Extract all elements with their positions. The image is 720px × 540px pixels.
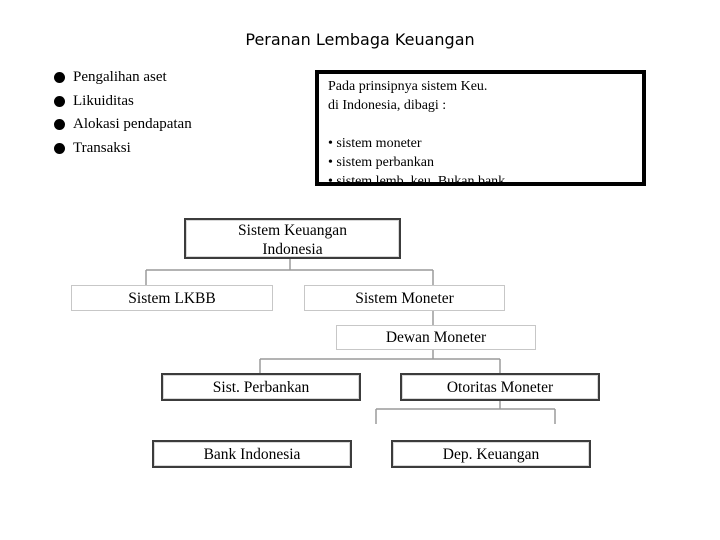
bullet-dot-icon bbox=[54, 95, 65, 107]
node-label: Sist. Perbankan bbox=[212, 379, 310, 396]
node-otoritas-moneter: Otoritas Moneter bbox=[400, 373, 600, 401]
page-title: Peranan Lembaga Keuangan bbox=[245, 30, 475, 49]
node-label: Dep. Keuangan bbox=[442, 446, 540, 463]
node-label: Bank Indonesia bbox=[203, 446, 301, 463]
node-sistem-moneter: Sistem Moneter bbox=[304, 285, 505, 311]
bullet-item: Transaksi bbox=[54, 137, 192, 161]
bullet-label: Transaksi bbox=[73, 139, 131, 156]
node-label: Sistem Moneter bbox=[355, 290, 454, 307]
node-sistem-keuangan-indonesia: Sistem Keuangan Indonesia bbox=[184, 218, 401, 259]
role-bullet-list: Pengalihan aset Likuiditas Alokasi penda… bbox=[54, 66, 192, 160]
node-dewan-moneter: Dewan Moneter bbox=[336, 325, 536, 350]
info-line: Pada prinsipnya sistem Keu. bbox=[328, 79, 488, 94]
node-dep-keuangan: Dep. Keuangan bbox=[391, 440, 591, 468]
info-line: di Indonesia, dibagi : bbox=[328, 98, 447, 113]
bullet-label: Pengalihan aset bbox=[73, 69, 167, 85]
node-label: Dewan Moneter bbox=[385, 329, 487, 346]
node-sist-perbankan: Sist. Perbankan bbox=[161, 373, 361, 401]
bullet-label: Alokasi pendapatan bbox=[73, 116, 192, 132]
node-label: Otoritas Moneter bbox=[446, 379, 554, 396]
bullet-label: Likuiditas bbox=[73, 92, 134, 109]
node-label: Sistem Keuangan bbox=[238, 222, 347, 239]
bullet-item: Pengalihan aset bbox=[54, 66, 192, 90]
info-item: • sistem perbankan bbox=[328, 155, 434, 170]
bullet-dot-icon bbox=[54, 142, 65, 154]
bullet-dot-icon bbox=[54, 119, 65, 131]
bullet-dot-icon bbox=[54, 72, 65, 84]
info-box: Pada prinsipnya sistem Keu. di Indonesia… bbox=[315, 70, 646, 189]
info-item: • sistem lemb. keu. Bukan bank bbox=[328, 174, 506, 189]
bullet-item: Alokasi pendapatan bbox=[54, 113, 192, 137]
node-sistem-lkbb: Sistem LKBB bbox=[71, 285, 273, 311]
info-item: • sistem moneter bbox=[328, 136, 422, 151]
node-label: Indonesia bbox=[262, 241, 323, 258]
node-label: Sistem LKBB bbox=[128, 290, 216, 307]
node-bank-indonesia: Bank Indonesia bbox=[152, 440, 352, 468]
bullet-item: Likuiditas bbox=[54, 90, 192, 114]
